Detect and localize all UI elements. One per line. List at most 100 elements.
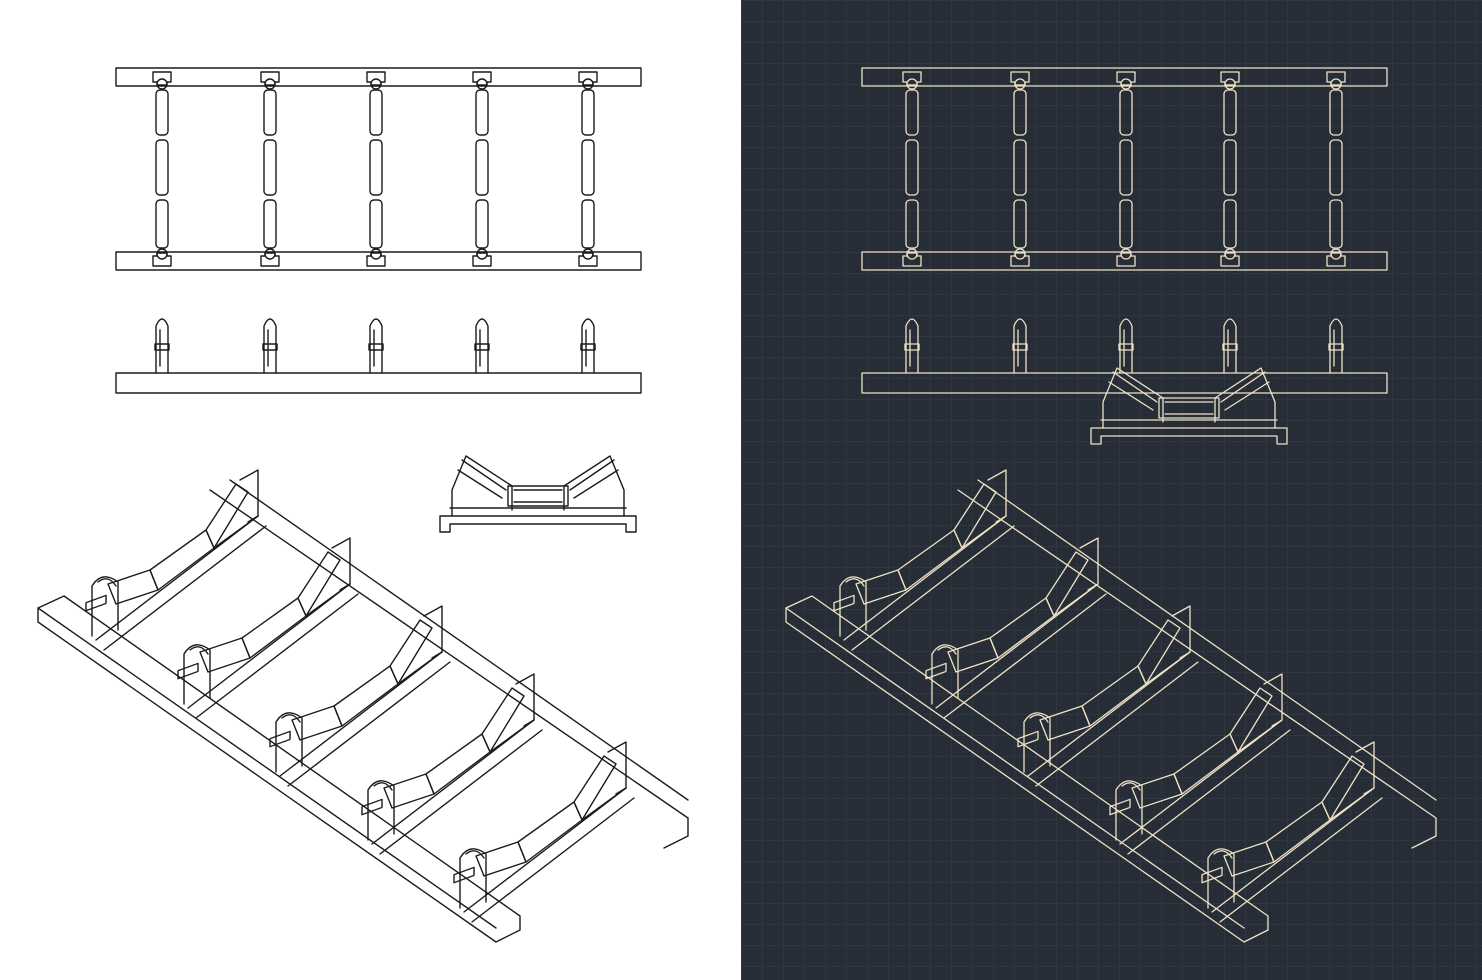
iso-rail-front <box>37 595 521 943</box>
roller-1 <box>1223 89 1237 136</box>
dark-drawing-panel <box>741 0 1482 980</box>
roller-1 <box>581 89 595 136</box>
dark-isometric-view-drawing <box>785 469 1437 943</box>
roller-3 <box>905 199 919 249</box>
left-stand-cap <box>1213 850 1233 859</box>
foot-plate <box>925 662 947 680</box>
top-idler-4 <box>472 71 492 267</box>
roller-1 <box>369 89 383 136</box>
right-stand <box>423 605 443 659</box>
cross-member-edge <box>287 661 451 787</box>
brace <box>1145 651 1191 685</box>
support-clamp <box>1328 343 1344 351</box>
cross-member <box>1119 719 1283 845</box>
support-clamp <box>904 343 920 351</box>
cross-member-edge <box>1127 729 1291 855</box>
foot-plate <box>1109 798 1131 816</box>
dark-iso-rail-front <box>785 595 1269 943</box>
side-view-supports <box>154 318 596 374</box>
dark-side-support-5 <box>1328 318 1344 374</box>
dark-side-support-4 <box>1222 318 1238 374</box>
left-stand <box>459 848 487 909</box>
dark-top-view-drawing <box>861 67 1388 271</box>
cross-member-edge <box>851 525 1015 651</box>
side-support-4 <box>474 318 490 374</box>
support-post <box>369 318 383 374</box>
roller-3 <box>1013 199 1027 249</box>
bearing-bottom <box>1120 248 1132 260</box>
wing-roller-right <box>205 483 249 549</box>
left-stand <box>839 576 867 637</box>
dark-iso-idler-5 <box>1201 741 1383 923</box>
left-stand <box>367 780 395 841</box>
wing-roller-right <box>953 483 997 549</box>
side-support-5 <box>580 318 596 374</box>
roller-2 <box>369 139 383 196</box>
left-stand-cap <box>97 578 117 587</box>
roller-3 <box>1119 199 1133 249</box>
side-view-drawing <box>115 318 642 394</box>
left-stand-cap <box>1029 714 1049 723</box>
center-roller <box>241 597 307 659</box>
brace <box>489 719 535 753</box>
roller-2 <box>155 139 169 196</box>
dark-iso-idler-1 <box>833 469 1015 651</box>
top-view-rail-upper <box>115 67 642 87</box>
support-post <box>1223 318 1237 374</box>
support-post <box>905 318 919 374</box>
brace <box>397 651 443 685</box>
bearing-top <box>1014 78 1026 90</box>
front-part-3 <box>1108 371 1158 411</box>
wing-roller-right <box>389 619 433 685</box>
foot-plate <box>361 798 383 816</box>
top-view-idlers <box>152 71 598 267</box>
left-stand <box>1115 780 1143 841</box>
front-part-4 <box>1214 367 1276 429</box>
dark-iso-idler-4 <box>1109 673 1291 855</box>
support-clamp <box>262 343 278 351</box>
iso-idler-1 <box>85 469 267 651</box>
brace <box>961 515 1007 549</box>
side-support-1 <box>154 318 170 374</box>
iso-rail-back <box>209 489 689 849</box>
cross-member-edge <box>103 525 267 651</box>
roller-2 <box>581 139 595 196</box>
dark-side-support-1 <box>904 318 920 374</box>
cross-member <box>463 787 627 913</box>
roller-2 <box>1119 139 1133 196</box>
top-idler-2 <box>260 71 280 267</box>
right-stand <box>331 537 351 591</box>
iso-idler-5 <box>453 741 635 923</box>
front-part-6 <box>507 485 569 507</box>
iso-idler-2 <box>177 537 359 719</box>
dark-iso-idler-3 <box>1017 605 1199 787</box>
front-view-drawing <box>439 455 637 533</box>
left-stand <box>1207 848 1235 909</box>
dark-front-view-drawing <box>1090 367 1288 445</box>
dark-iso-rail-back <box>957 489 1437 849</box>
roller-1 <box>475 89 489 136</box>
support-clamp <box>580 343 596 351</box>
iso-rail-edge <box>37 607 497 929</box>
support-clamp <box>154 343 170 351</box>
dark-side-support-2 <box>1012 318 1028 374</box>
dark-top-idler-4 <box>1220 71 1240 267</box>
left-stand <box>1023 712 1051 773</box>
cross-member <box>843 515 1007 641</box>
dark-top-view-idlers <box>902 71 1346 267</box>
wing-roller-right <box>1045 551 1089 617</box>
front-part-2 <box>1102 367 1164 429</box>
left-stand-cap <box>937 646 957 655</box>
bearing-bottom <box>370 248 382 260</box>
cross-member-edge <box>1035 661 1199 787</box>
left-stand-cap <box>1121 782 1141 791</box>
roller-2 <box>475 139 489 196</box>
cross-member <box>279 651 443 777</box>
roller-2 <box>1329 139 1343 196</box>
cross-member <box>1027 651 1191 777</box>
top-view-rail-lower <box>115 251 642 271</box>
wing-roller-right <box>1321 755 1365 821</box>
front-part-2 <box>451 455 513 517</box>
left-stand <box>931 644 959 705</box>
